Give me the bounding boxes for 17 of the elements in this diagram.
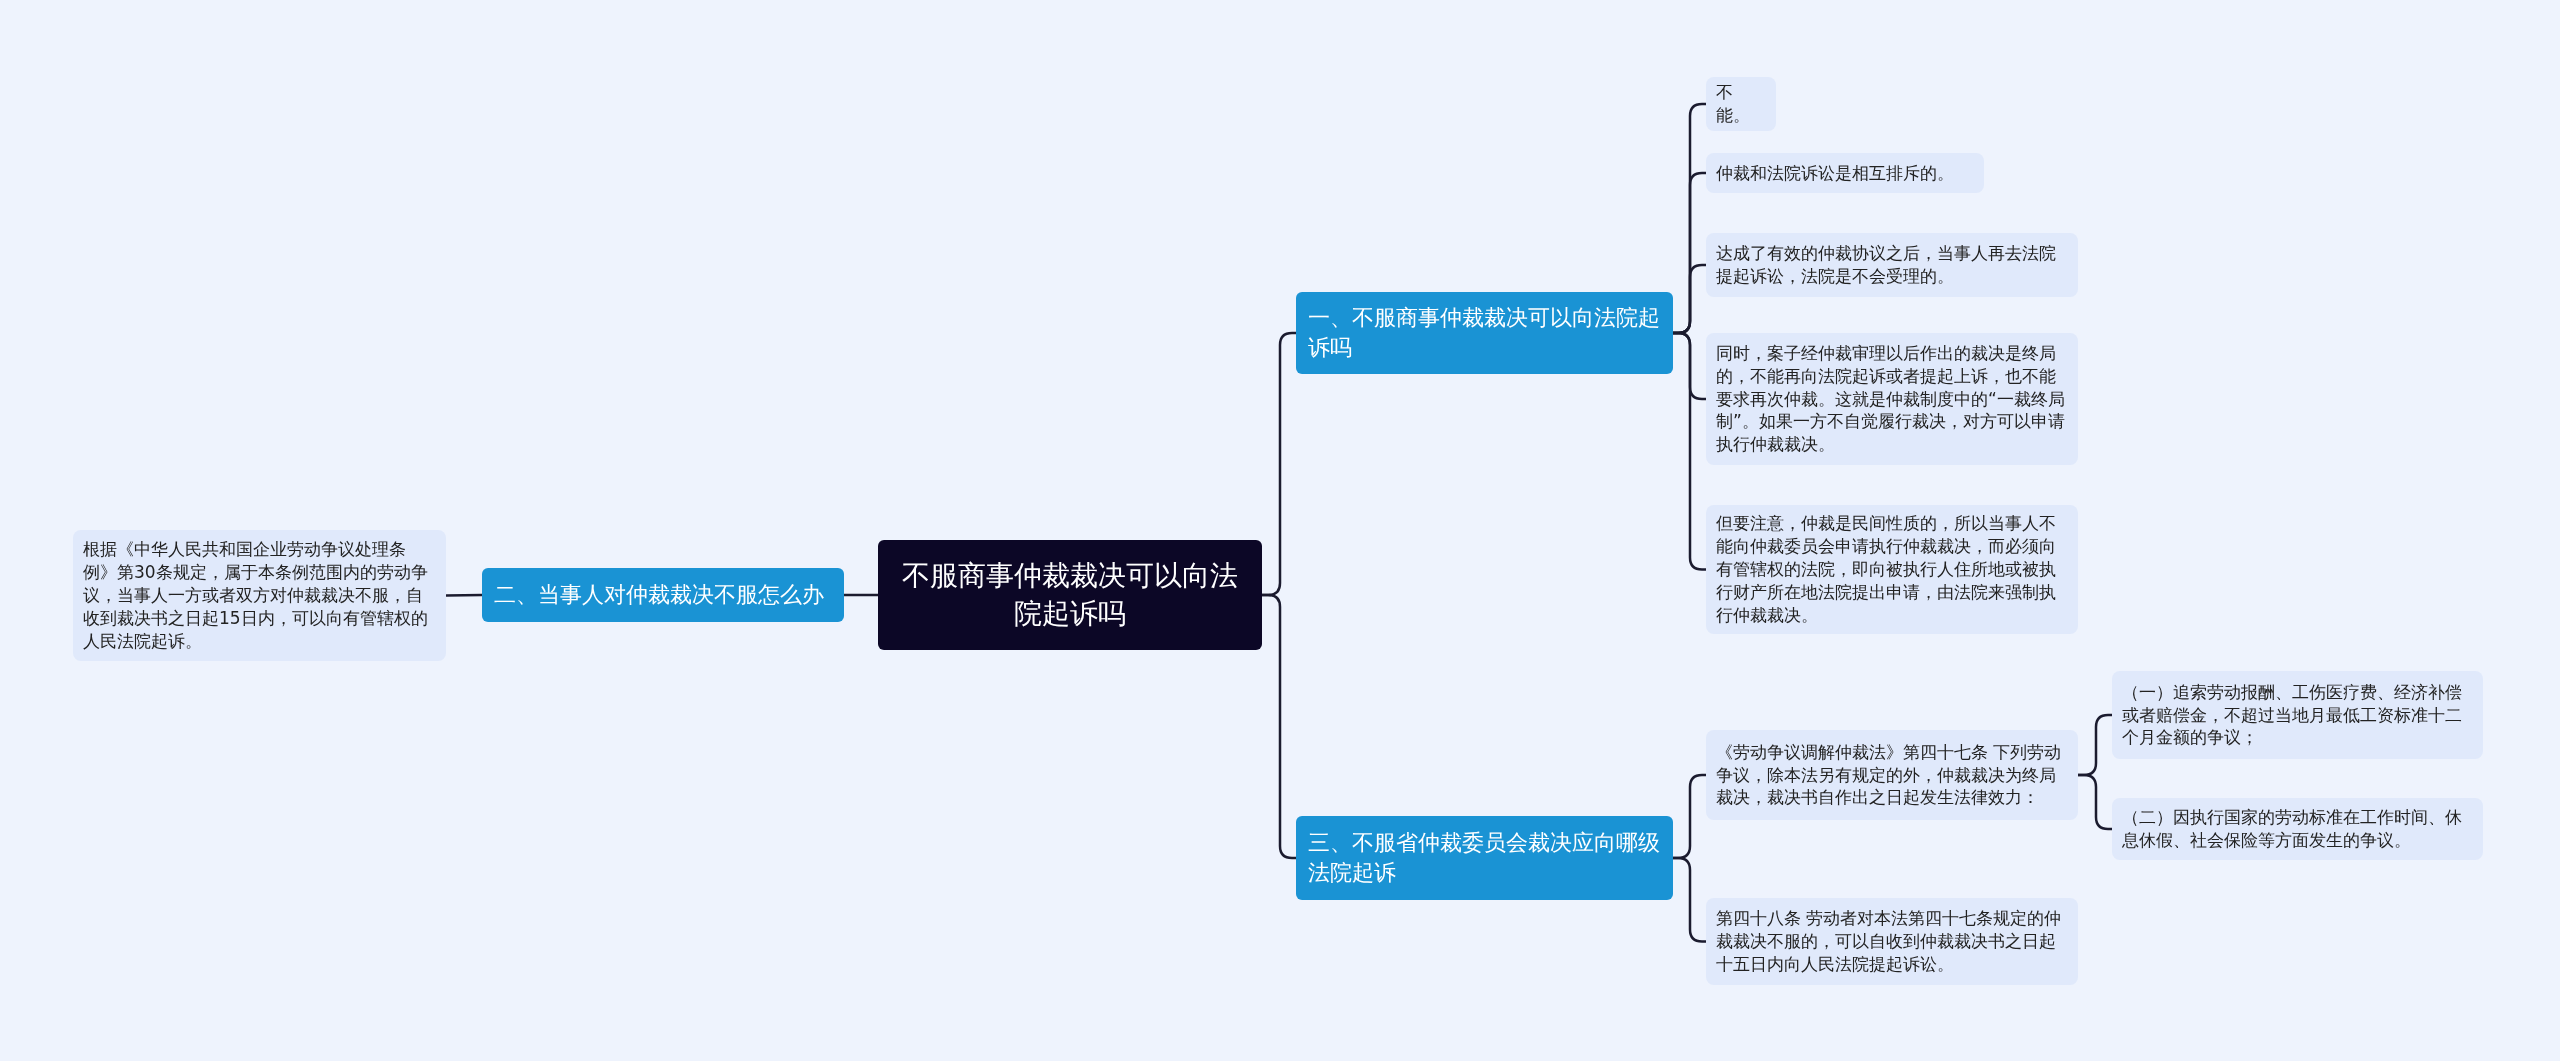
topic-box: 二、当事人对仲裁裁决不服怎么办 [482, 568, 844, 622]
central-topic-box: 不服商事仲裁裁决可以向法院起诉吗 [878, 540, 1262, 650]
topic-box: 一、不服商事仲裁裁决可以向法院起诉吗 [1296, 292, 1673, 374]
text-box: 《劳动争议调解仲裁法》第四十七条 下列劳动争议，除本法另有规定的外，仲裁裁决为终局裁决，裁决书自作出之日起发生法律效力： [1706, 730, 2078, 820]
text-box: （二）因执行国家的劳动标准在工作时间、休息休假、社会保险等方面发生的争议。 [2112, 798, 2483, 860]
text-box: 仲裁和法院诉讼是相互排斥的。 [1706, 153, 1984, 193]
text-box: 不能。 [1706, 77, 1776, 131]
connector-line [844, 593, 878, 597]
text-box: 同时，案子经仲裁审理以后作出的裁决是终局的，不能再向法院起诉或者提起上诉，也不能要求再次仲裁。这就是仲裁制度中的“一裁终局制”。如果一方不自觉履行裁决，对方可以申请执行仲裁裁决。 [1706, 333, 2078, 465]
text-box: 第四十八条 劳动者对本法第四十七条规定的仲裁裁决不服的，可以自收到仲裁裁决书之日起十五日内向人民法院提起诉讼。 [1706, 898, 2078, 985]
text-box: 根据《中华人民共和国企业劳动争议处理条例》第30条规定，属于本条例范围内的劳动争议，当事人一方或者双方对仲裁裁决不服，自收到裁决书之日起15日内，可以向有管辖权的人民法院起诉。 [73, 530, 446, 661]
topic-box: 三、不服省仲裁委员会裁决应向哪级法院起诉 [1296, 816, 1673, 900]
text-box: （一）追索劳动报酬、工伤医疗费、经济补偿或者赔偿金，不超过当地月最低工资标准十二个月金额的争议； [2112, 671, 2483, 759]
text-box: 但要注意，仲裁是民间性质的，所以当事人不能向仲裁委员会申请执行仲裁裁决，而必须向有管辖权的法院，即向被执行人住所地或被执行财产所在地法院提出申请，由法院来强制执行仲裁裁决。 [1706, 505, 2078, 634]
connector-line [2078, 773, 2112, 831]
connector-line [446, 593, 482, 597]
text-box: 达成了有效的仲裁协议之后，当事人再去法院提起诉讼，法院是不会受理的。 [1706, 233, 2078, 297]
